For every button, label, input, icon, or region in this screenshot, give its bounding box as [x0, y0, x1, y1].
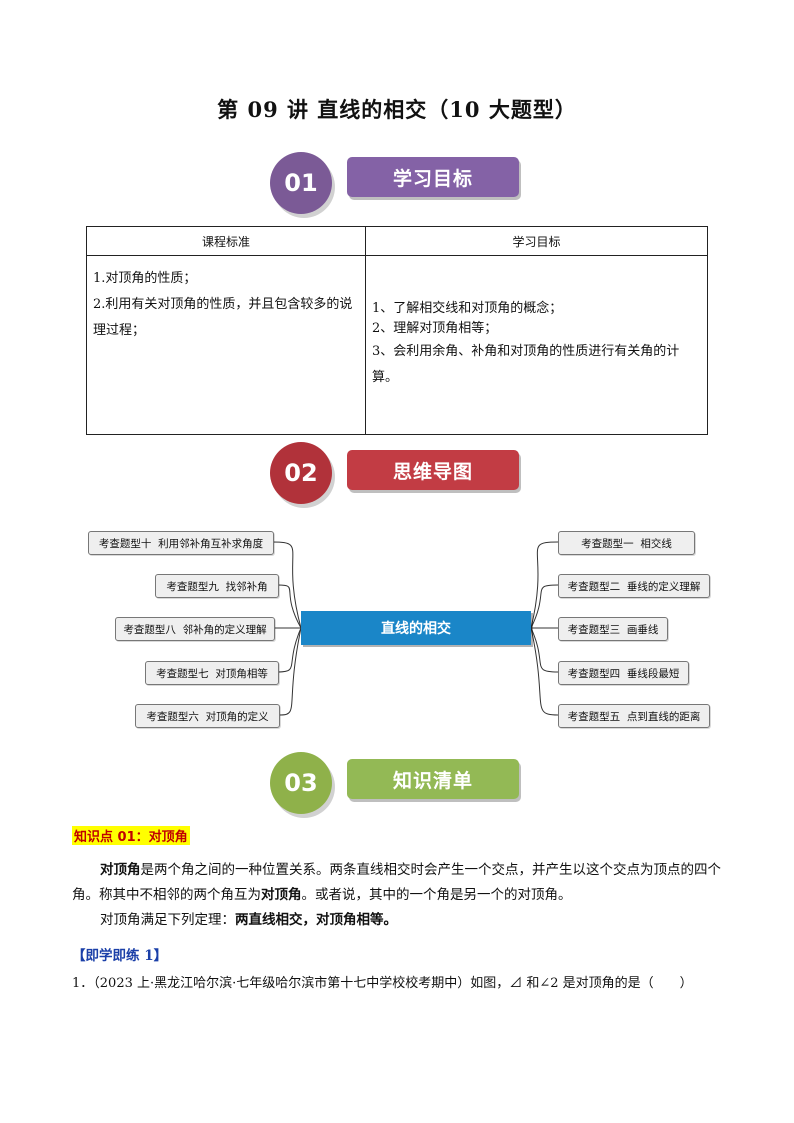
goal-item: 3、会利用余角、补角和对顶角的性质进行有关角的计算。	[372, 344, 680, 385]
standard-cell: 1.对顶角的性质； 2.利用有关对顶角的性质，并且包含较多的说理过程；	[86, 255, 366, 435]
section-number: 02	[284, 459, 318, 487]
mindmap-node-left: 考查题型八 邻补角的定义理解	[115, 617, 275, 641]
table-header-standard: 课程标准	[86, 226, 366, 256]
mindmap-node-left: 考查题型十 利用邻补角互补求角度	[88, 531, 274, 555]
section-header-03: 03 知识清单	[270, 752, 530, 822]
mindmap-node-right: 考查题型五 点到直线的距离	[558, 704, 710, 728]
question-1: 1．（2023 上·黑龙江哈尔滨·七年级哈尔滨市第十七中学校校考期中）如图，⊿ …	[72, 976, 693, 991]
connector	[530, 627, 559, 673]
connector	[530, 627, 559, 716]
mindmap-node-right: 考查题型一 相交线	[558, 531, 695, 555]
goal-item: 2、理解对顶角相等；	[372, 321, 498, 336]
connector	[279, 627, 302, 716]
connector	[277, 627, 302, 673]
connector	[530, 584, 559, 629]
section-badge-02: 02	[270, 442, 332, 504]
goal-item: 1、了解相交线和对顶角的概念；	[372, 301, 563, 316]
mindmap-node-right: 考查题型二 垂线的定义理解	[558, 574, 710, 598]
section-title-bar-03: 知识清单	[347, 759, 519, 799]
section-badge-01: 01	[270, 152, 332, 214]
section-number: 03	[284, 769, 318, 797]
knowledge-paragraph-1: 对顶角是两个角之间的一种位置关系。两条直线相交时会产生一个交点，并产生以这个交点…	[72, 858, 722, 908]
term-vertical-angle: 对顶角	[100, 862, 141, 878]
term-vertical-angle: 对顶角	[261, 887, 302, 903]
paragraph-text: 是两个角之间的一种位置关系。两条直线相交时会产生一个交点，并产生以这个交点为顶点…	[72, 862, 721, 903]
mindmap-connectors	[271, 541, 559, 716]
mindmap-node-right: 考查题型三 画垂线	[558, 617, 668, 641]
mindmap-node-left: 考查题型九 找邻补角	[155, 574, 279, 598]
table-header-goals: 学习目标	[365, 226, 708, 256]
connector	[271, 541, 302, 629]
knowledge-paragraph-2: 对顶角满足下列定理：两直线相交，对顶角相等。	[72, 908, 722, 933]
section-title-bar-02: 思维导图	[347, 450, 519, 490]
paragraph-text: 。或者说，其中的一个角是另一个的对顶角。	[301, 887, 572, 903]
mindmap-node-left: 考查题型六 对顶角的定义	[135, 704, 280, 728]
section-number: 01	[284, 169, 318, 197]
section-header-01: 01 学习目标	[270, 152, 530, 222]
mindmap-node-right: 考查题型四 垂线段最短	[558, 661, 689, 685]
section-header-02: 02 思维导图	[270, 442, 530, 512]
goals-cell: 1、了解相交线和对顶角的概念； 2、理解对顶角相等； 3、会利用余角、补角和对顶…	[365, 255, 708, 435]
practice-heading: 【即学即练 1】	[72, 948, 168, 964]
connector	[530, 541, 559, 629]
standard-item: 2.利用有关对顶角的性质，并且包含较多的说理过程；	[93, 297, 353, 338]
standard-item: 1.对顶角的性质；	[93, 271, 197, 286]
learning-goals-table: 课程标准 学习目标 1.对顶角的性质； 2.利用有关对顶角的性质，并且包含较多的…	[86, 226, 708, 435]
section-badge-03: 03	[270, 752, 332, 814]
section-title-bar-01: 学习目标	[347, 157, 519, 197]
mindmap-center: 直线的相交	[301, 611, 531, 645]
mindmap-node-left: 考查题型七 对顶角相等	[145, 661, 279, 685]
paragraph-text: 对顶角满足下列定理：	[100, 912, 235, 928]
theorem-text: 两直线相交，对顶角相等。	[235, 912, 397, 928]
page-title: 第 09 讲 直线的相交（10 大题型）	[217, 97, 577, 122]
knowledge-point-title: 知识点 01：对顶角	[72, 826, 190, 845]
connector	[277, 584, 302, 629]
